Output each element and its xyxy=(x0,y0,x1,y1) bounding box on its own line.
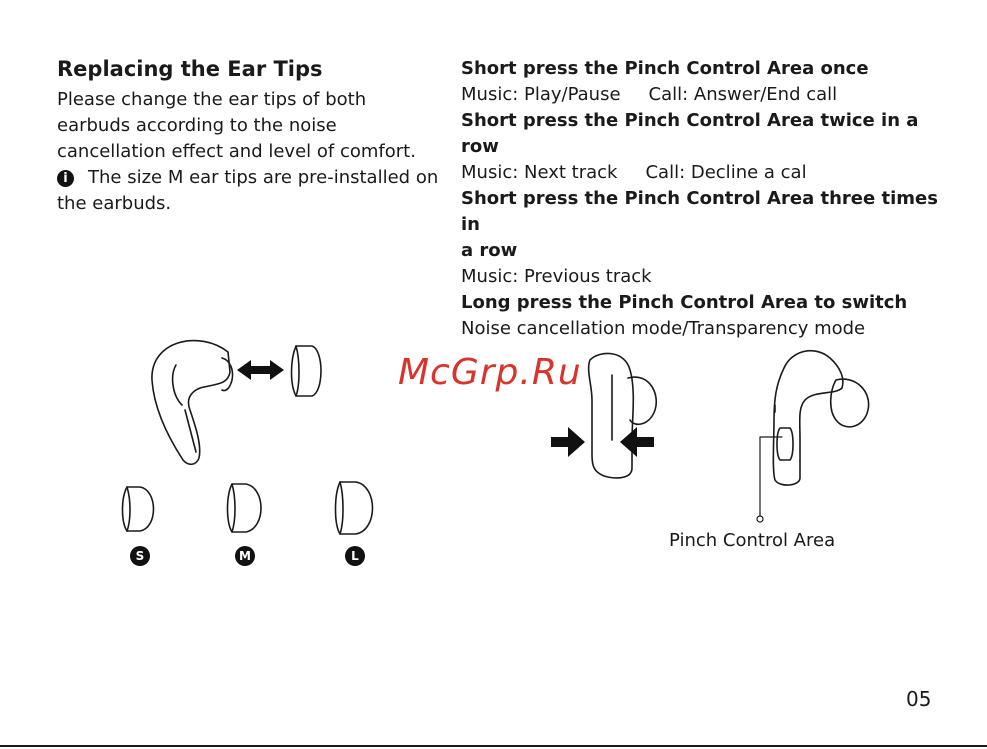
pinch-control-label: Pinch Control Area xyxy=(669,530,836,551)
earbud-no-tip-illustration xyxy=(151,339,234,466)
pinch-arrow-right-icon xyxy=(551,427,585,457)
pinch-area-callout xyxy=(756,436,783,523)
control-desc: Music: Play/Pause Call: Answer/End call xyxy=(461,82,961,108)
note: i The size M ear tips are pre-installed o… xyxy=(57,165,457,191)
size-medium-badge: M xyxy=(235,546,255,566)
control-desc: Noise cancellation mode/Transparency mod… xyxy=(461,318,866,339)
control-heading: Short press the Pinch Control Area three… xyxy=(461,188,938,235)
ear-tip-medium-illustration xyxy=(226,483,262,533)
call-action: Call: Decline a cal xyxy=(645,162,807,183)
music-action: Music: Next track xyxy=(461,162,618,183)
note-line: The size M ear tips are pre-installed on xyxy=(88,167,439,188)
control-heading: Long press the Pinch Control Area to swi… xyxy=(461,292,908,313)
note-line: the earbuds. xyxy=(57,193,172,214)
paragraph-line: Please change the ear tips of both xyxy=(57,89,367,110)
music-action: Music: Play/Pause xyxy=(461,84,621,105)
paragraph-line: earbuds according to the noise xyxy=(57,115,337,136)
watermark: McGrp.Ru xyxy=(398,352,582,393)
pinch-controls-section: Short press the Pinch Control Area once … xyxy=(461,56,961,342)
control-desc: Music: Next track Call: Decline a cal xyxy=(461,160,961,186)
earbud-with-tip-illustration xyxy=(772,349,870,486)
section-title: Replacing the Ear Tips xyxy=(57,57,323,81)
control-heading: Short press the Pinch Control Area twice… xyxy=(461,110,919,157)
ear-tip-illustration xyxy=(290,345,322,397)
info-icon: i xyxy=(57,170,74,187)
double-arrow-icon xyxy=(237,360,284,380)
control-desc: Music: Previous track xyxy=(461,266,652,287)
control-heading: a row xyxy=(461,240,518,261)
ear-tip-small-illustration xyxy=(121,486,155,532)
ear-tips-section: Replacing the Ear Tips Please change the… xyxy=(57,56,457,217)
bottom-divider xyxy=(0,745,987,747)
page-number: 05 xyxy=(906,687,932,711)
ear-tip-large-illustration xyxy=(334,481,374,535)
call-action: Call: Answer/End call xyxy=(648,84,838,105)
size-large-badge: L xyxy=(345,546,365,566)
control-heading: Short press the Pinch Control Area once xyxy=(461,58,869,79)
earbud-pinch-illustration xyxy=(587,352,657,479)
paragraph-line: cancellation effect and level of comfort… xyxy=(57,141,416,162)
pinch-arrow-left-icon xyxy=(620,427,654,457)
size-small-badge: S xyxy=(130,546,150,566)
